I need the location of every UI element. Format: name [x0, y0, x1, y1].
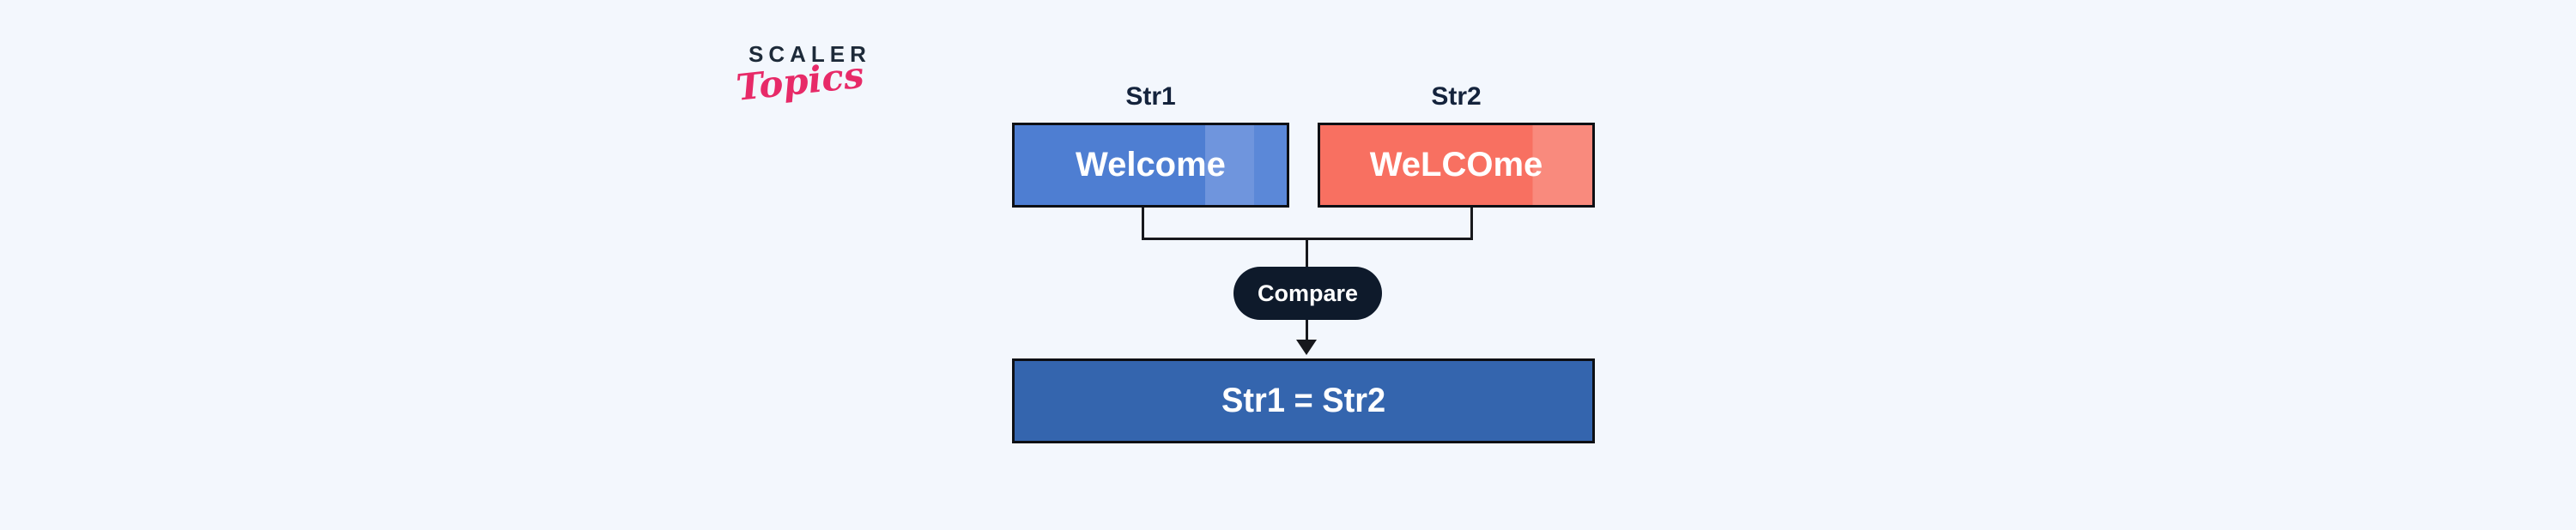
connector-line-horizontal	[1142, 238, 1473, 240]
str2-label: Str2	[1431, 82, 1482, 111]
compare-node-text: Compare	[1257, 280, 1359, 306]
logo-brand-text: SCALER	[749, 41, 871, 67]
str2-value-box: WeLCOme	[1318, 123, 1595, 208]
str1-label: Str1	[1125, 82, 1176, 111]
str1-value-box: Welcome	[1012, 123, 1289, 208]
str1-value-text: Welcome	[1076, 146, 1226, 184]
compare-node: Compare	[1233, 267, 1382, 320]
result-text: Str1 = Str2	[1221, 382, 1386, 419]
connector-line-from-str2	[1470, 208, 1473, 239]
arrow-down-icon	[1296, 340, 1317, 355]
result-box: Str1 = Str2	[1012, 358, 1595, 443]
scaler-topics-logo: SCALER Topics	[734, 41, 874, 109]
connector-line-from-str1	[1142, 208, 1144, 239]
str2-value-text: WeLCOme	[1369, 146, 1543, 184]
